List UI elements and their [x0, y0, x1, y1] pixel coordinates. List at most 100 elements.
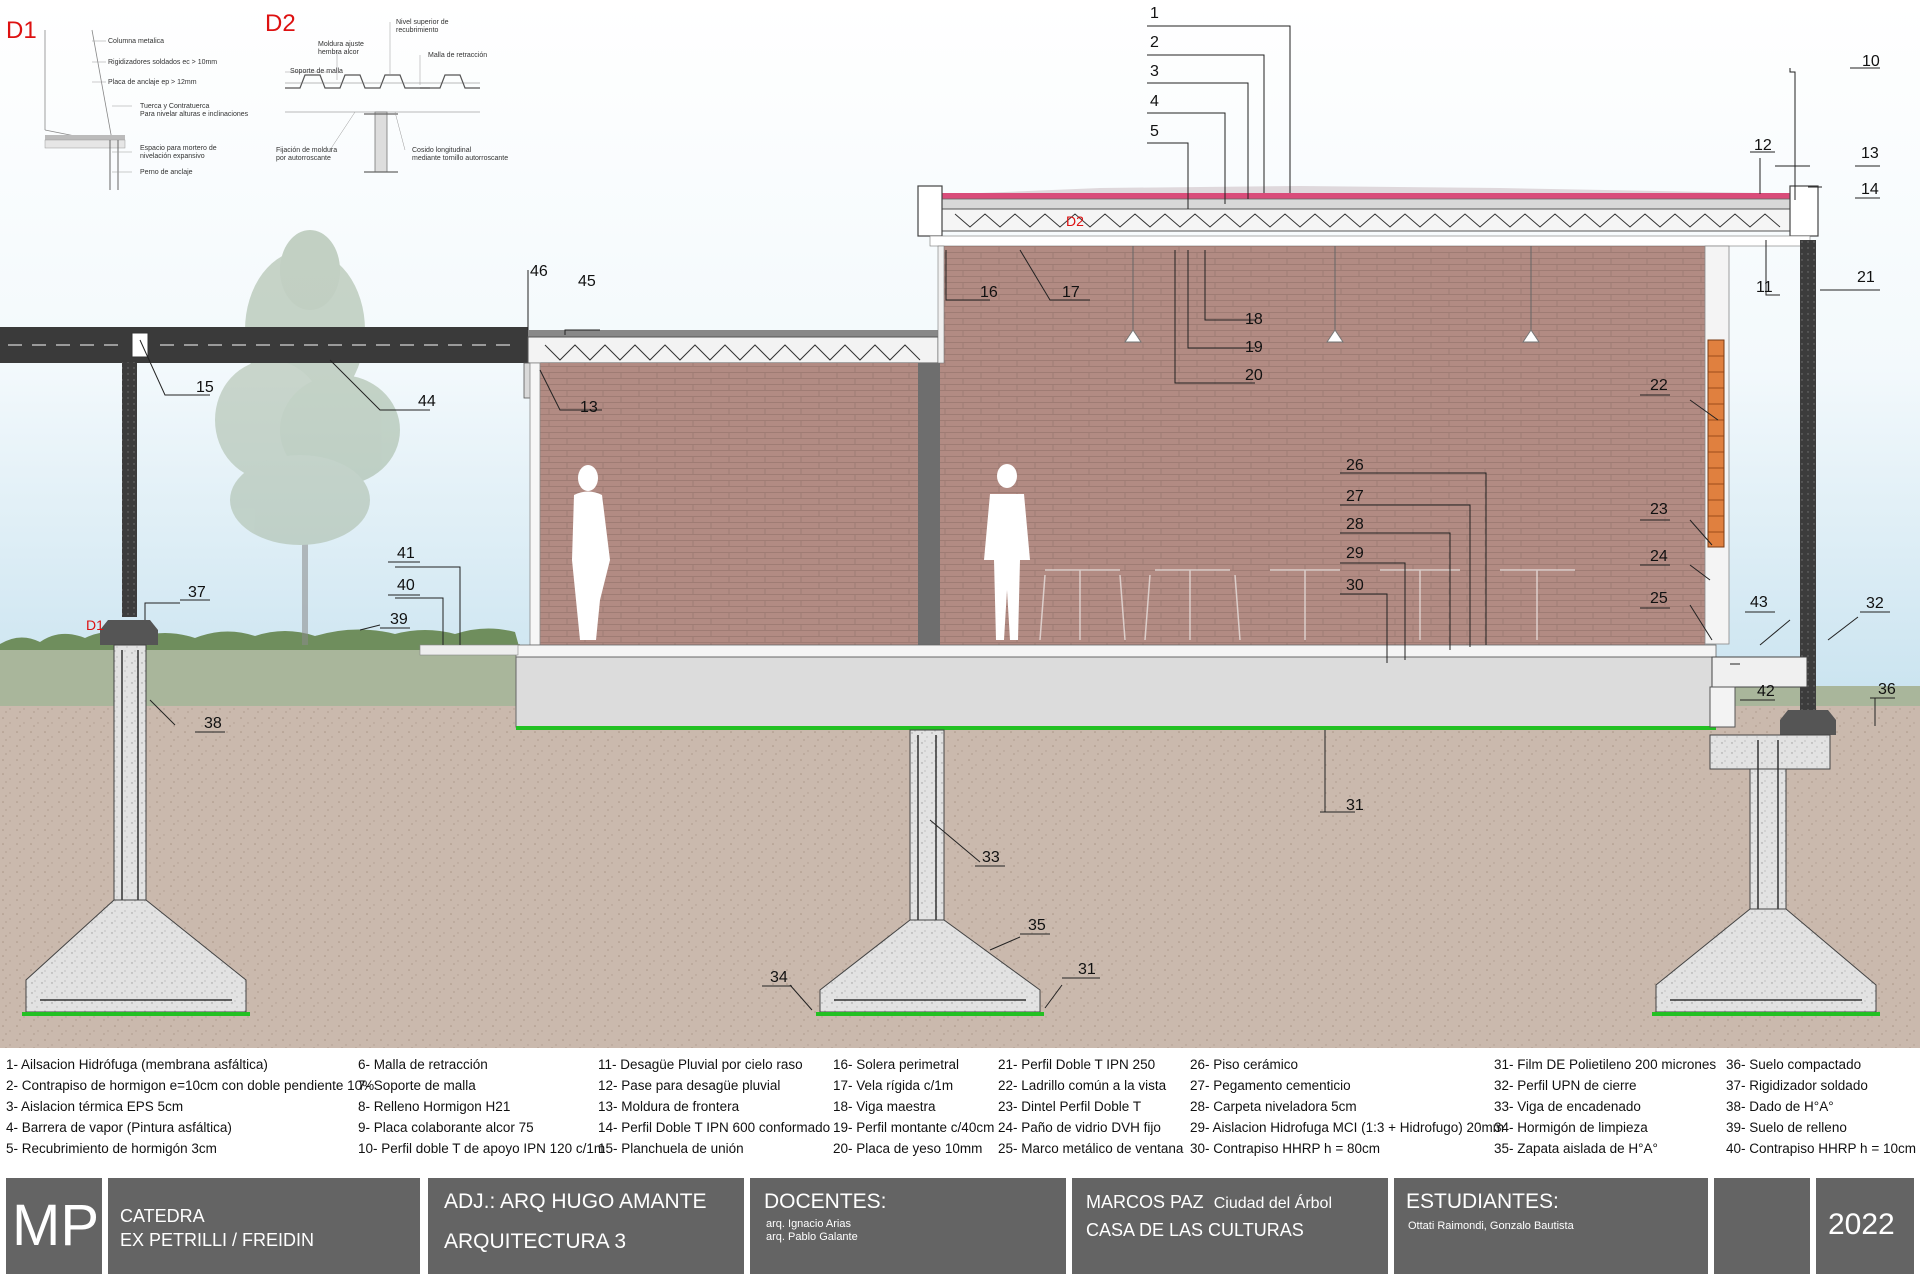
left-canopy [0, 327, 528, 645]
left-window-frame [529, 362, 541, 646]
d2-note-7: Fijación de moldura [276, 147, 337, 154]
exterior-contrapiso [419, 644, 519, 656]
title-block: MP CATEDRA EX PETRILLI / FREIDIN ADJ.: A… [0, 1178, 1920, 1280]
d1-note-8: Perno de anclaje [140, 169, 193, 176]
callout-label: 30 [1346, 577, 1364, 594]
interior-column [918, 363, 940, 645]
d2-note-1: Nivel superior de [396, 19, 449, 26]
d2-note-5: Malla de retracción [428, 52, 487, 59]
legend-column-4: 16- Solera perimetral 17- Vela rígida c/… [833, 1054, 994, 1159]
d1-note-5: Para nivelar alturas e inclinaciones [140, 111, 249, 118]
legend-item: 6- Malla de retracción [358, 1057, 488, 1072]
callout-label: 15 [196, 379, 214, 396]
legend-column-6: 26- Piso cerámico 27- Pegamento cementic… [1190, 1054, 1504, 1159]
catedra-line-1: CATEDRA [120, 1206, 205, 1226]
legend-column-7: 31- Film DE Polietileno 200 micrones 32-… [1494, 1054, 1716, 1159]
legend-item: 27- Pegamento cementicio [1190, 1078, 1351, 1093]
legend-column-1: 1- Ailsacion Hidrófuga (membrana asfálti… [6, 1054, 374, 1159]
year: 2022 [1828, 1208, 1895, 1241]
callout-label: 18 [1245, 311, 1263, 328]
course-name: ARQUITECTURA 3 [444, 1230, 627, 1253]
project-cell: MARCOS PAZ Ciudad del Árbol CASA DE LAS … [1072, 1178, 1388, 1274]
callout-label: 38 [204, 715, 222, 732]
furniture-outlines [1039, 569, 1575, 641]
legend-item: 17- Vela rígida c/1m [833, 1078, 954, 1093]
callout-label: 13 [580, 399, 598, 416]
project-name: CASA DE LAS CULTURAS [1086, 1220, 1304, 1240]
adjunto-cell: ADJ.: ARQ HUGO AMANTE ARQUITECTURA 3 [428, 1178, 744, 1274]
legend-item: 40- Contrapiso HHRP h = 10cm [1726, 1141, 1916, 1156]
legend-item: 11- Desagüe Pluvial por cielo raso [598, 1057, 803, 1072]
docente-2: arq. Pablo Galante [766, 1231, 858, 1243]
callout-label: 27 [1346, 488, 1364, 505]
legend-column-5: 21- Perfil Doble T IPN 250 22- Ladrillo … [998, 1054, 1183, 1159]
callout-label: 31 [1346, 797, 1364, 814]
adjunto-name: ADJ.: ARQ HUGO AMANTE [444, 1190, 707, 1213]
d1-note-4: Tuerca y Contratuerca [140, 103, 209, 110]
callout-label: 46 [530, 263, 548, 280]
low-roof [523, 330, 939, 399]
callout-label: 39 [390, 611, 408, 628]
callout-label: 41 [397, 545, 415, 562]
legend-item: 34- Hormigón de limpieza [1494, 1120, 1648, 1135]
callout-labels: 1 2 3 4 5 10 12 13 14 16 17 18 19 20 11 … [188, 5, 1896, 986]
blank-cell [1714, 1178, 1810, 1274]
floor-slab [515, 656, 1717, 728]
legend-item: 23- Dintel Perfil Doble T [998, 1099, 1142, 1114]
callout-label: 22 [1650, 377, 1668, 394]
legend-item: 24- Paño de vidrio DVH fijo [998, 1120, 1161, 1135]
polyethylene-film [516, 726, 1716, 730]
detail-d2: D2 Nivel superior de recubrimiento Moldu… [265, 10, 508, 173]
legend-item: 22- Ladrillo común a la vista [998, 1078, 1167, 1093]
human-figures [572, 464, 1030, 640]
callout-label: 13 [1861, 145, 1879, 162]
legend-item: 14- Perfil Doble T IPN 600 conformado [598, 1120, 831, 1135]
legend-item: 7- Soporte de malla [358, 1078, 476, 1093]
legend-item: 35- Zapata aislada de H°A° [1494, 1141, 1658, 1156]
city: MARCOS PAZ [1086, 1192, 1204, 1212]
callout-label: 25 [1650, 590, 1668, 607]
detail-d1: D1 Columna metalica Rigidizadores soldad… [6, 17, 249, 190]
right-column-base [1780, 710, 1836, 735]
floor-finish [515, 644, 1717, 658]
callout-label: 37 [188, 584, 206, 601]
callout-label: 26 [1346, 457, 1364, 474]
d2-note-3: Moldura ajuste [318, 41, 364, 48]
legend-item: 19- Perfil montante c/40cm [833, 1120, 995, 1135]
logo-cell: MP [6, 1178, 102, 1274]
legend-item: 26- Piso cerámico [1190, 1057, 1299, 1072]
right-column [1800, 240, 1816, 710]
legend-column-8: 36- Suelo compactado 37- Rigidizador sol… [1726, 1054, 1916, 1159]
callout-label: 16 [980, 284, 998, 301]
callout-label: 19 [1245, 339, 1263, 356]
callout-label: 24 [1650, 548, 1668, 565]
detail-d1-title: D1 [6, 17, 37, 44]
callout-label: 33 [982, 849, 1000, 866]
legend-item: 37- Rigidizador soldado [1726, 1078, 1868, 1093]
legend-item: 21- Perfil Doble T IPN 250 [998, 1057, 1156, 1072]
legend-item: 29- Aislacion Hidrofuga MCI (1:3 + Hidro… [1190, 1120, 1505, 1135]
callout-label: 42 [1757, 683, 1775, 700]
students-names: Ottati Raimondi, Gonzalo Bautista [1408, 1220, 1574, 1232]
d1-note-6: Espacio para mortero de [140, 145, 217, 152]
callout-label: 11 [1756, 279, 1773, 296]
legend-item: 38- Dado de H°A° [1726, 1099, 1834, 1114]
d2-note-8: por autorroscante [276, 155, 331, 162]
callout-label: 5 [1150, 123, 1159, 140]
docentes-label: DOCENTES: [764, 1190, 887, 1213]
legend-column-2: 6- Malla de retracción 7- Soporte de mal… [358, 1054, 605, 1159]
logo-mp: MP [12, 1193, 99, 1258]
right-footing [1652, 686, 1880, 1016]
legend: 1- Ailsacion Hidrófuga (membrana asfálti… [0, 1048, 1920, 1172]
callout-label: 43 [1750, 594, 1768, 611]
docentes-cell: DOCENTES: arq. Ignacio Arias arq. Pablo … [750, 1178, 1066, 1274]
callout-label: 17 [1062, 284, 1080, 301]
legend-item: 4- Barrera de vapor (Pintura asfáltica) [6, 1120, 232, 1135]
legend-item: 1- Ailsacion Hidrófuga (membrana asfálti… [6, 1057, 268, 1072]
left-column [122, 362, 137, 617]
callout-label: 40 [397, 577, 415, 594]
catedra-line-2: EX PETRILLI / FREIDIN [120, 1230, 315, 1250]
students-cell: ESTUDIANTES: Ottati Raimondi, Gonzalo Ba… [1394, 1178, 1708, 1274]
edge-beam [1711, 656, 1808, 688]
legend-item: 16- Solera perimetral [833, 1057, 960, 1072]
